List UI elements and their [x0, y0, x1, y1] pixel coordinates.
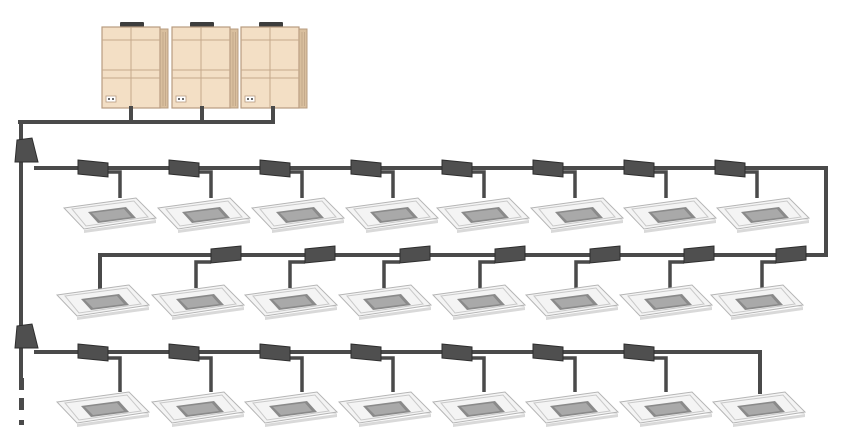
ceiling-cassette-unit — [619, 391, 713, 428]
outdoor-unit — [240, 21, 308, 109]
ceiling-cassette-unit — [436, 197, 530, 234]
branch-joint — [210, 245, 242, 264]
outdoor-unit — [101, 21, 169, 109]
ceiling-cassette-unit — [63, 197, 157, 234]
ceiling-cassette-unit — [345, 197, 439, 234]
branch-joint — [168, 343, 200, 362]
ceiling-cassette-unit — [432, 391, 526, 428]
branch-joint — [683, 245, 715, 264]
row-3 — [56, 343, 806, 428]
branch-joint — [532, 159, 564, 178]
branch-joint — [77, 159, 109, 178]
ceiling-cassette-unit — [619, 284, 713, 321]
branch-joint — [259, 159, 291, 178]
branch-joint — [77, 343, 109, 362]
ceiling-cassette-unit — [525, 284, 619, 321]
branch-joint — [494, 245, 526, 264]
branch-joint — [532, 343, 564, 362]
ceiling-cassette-unit — [716, 197, 810, 234]
branch-joint — [350, 159, 382, 178]
ceiling-cassette-unit — [432, 284, 526, 321]
branch-joint — [304, 245, 336, 264]
branch-joint — [589, 245, 621, 264]
ceiling-cassette-unit — [151, 284, 245, 321]
branch-joint — [441, 159, 473, 178]
branch-joint — [623, 159, 655, 178]
ceiling-cassette-unit — [56, 284, 150, 321]
branch-joint — [350, 343, 382, 362]
ceiling-cassette-unit — [712, 391, 806, 428]
branch-joint — [714, 159, 746, 178]
continuation-marker — [19, 378, 24, 425]
ceiling-cassette-unit — [710, 284, 804, 321]
outdoor-unit-group — [101, 21, 308, 109]
ceiling-cassette-unit — [525, 391, 619, 428]
branch-joint — [623, 343, 655, 362]
ceiling-cassette-unit — [530, 197, 624, 234]
row-2 — [56, 245, 807, 321]
ceiling-cassette-unit — [56, 391, 150, 428]
ceiling-cassette-unit — [251, 197, 345, 234]
header-joints — [14, 137, 39, 349]
outdoor-unit — [171, 21, 239, 109]
ceiling-cassette-unit — [623, 197, 717, 234]
branch-joint — [441, 343, 473, 362]
riser-branch-joint — [14, 137, 39, 163]
ceiling-cassette-unit — [338, 284, 432, 321]
ceiling-cassette-unit — [338, 391, 432, 428]
branch-joint — [259, 343, 291, 362]
ceiling-cassette-unit — [151, 391, 245, 428]
branch-joint — [168, 159, 200, 178]
ceiling-cassette-unit — [244, 284, 338, 321]
ceiling-cassette-unit — [244, 391, 338, 428]
riser-branch-joint — [14, 323, 39, 349]
ceiling-cassette-unit — [157, 197, 251, 234]
branch-joint — [399, 245, 431, 264]
branch-joint — [775, 245, 807, 264]
row-1 — [63, 159, 810, 234]
